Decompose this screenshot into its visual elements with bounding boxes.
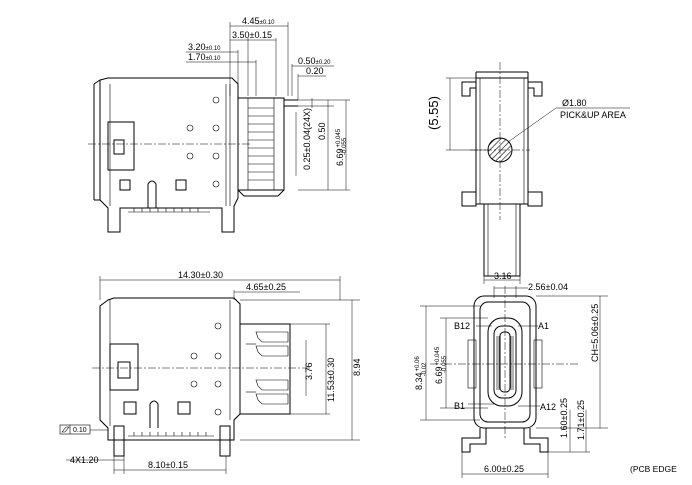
dim-top-0.20: 0.20 [306,66,324,76]
dim-top-4.45: 4.45±0.10 [242,16,275,26]
dim-top-0.50: 0.50±0.20 [298,56,331,66]
dim-4x1.20: 4X1.20 [70,455,99,465]
flatness-frame [59,424,91,435]
dim-top-3.20: 3.20±0.10 [188,42,221,52]
side-view: (5.55) Ø1.80 PICK&UP AREA 3.16 [426,62,630,284]
pick-up-label: PICK&UP AREA [560,110,626,120]
dim-8.34: 8.34+0.06-0.02 [414,356,428,390]
dim-6.69-front: 6.69+0.045-0.055 [434,346,448,384]
dim-8.10: 8.10±0.15 [148,460,188,470]
dim-3.76: 3.76 [304,362,314,380]
dim-11.53: 11.53±0.30 [326,358,336,402]
dim-2.56: 2.56±0.04 [528,282,568,292]
pin-a1: A1 [538,321,549,331]
pin-b12: B12 [454,321,470,331]
top-left-view: 4.45±0.10 3.50±0.15 3.20±0.10 1.70±0.10 … [88,16,350,233]
dim-14.30: 14.30±0.30 [178,270,223,280]
bottom-comb [128,208,210,213]
dim-3.16: 3.16 [494,271,512,281]
contact-stripes-left [496,336,500,390]
front-view: B12 A1 B1 A12 2.56±0.04 8.34+0.06-0.02 6… [414,282,677,478]
pin-b1: B1 [454,401,465,411]
hole-label: Ø1.80 [562,98,587,108]
slot-contacts-lower [246,379,289,405]
bottom-left-view: 14.30±0.30 4.65±0.25 3.76 11.53±0.30 8.9… [59,270,362,474]
pcb-edge-label: (PCB EDGE [630,464,677,474]
dim-8.94: 8.94 [352,358,362,376]
dim-ch: CH=5.06±0.25 [590,304,600,362]
dim-v-6.69: 6.69+0.045-0.055 [335,128,348,166]
dim-6.00: 6.00±0.25 [484,464,524,474]
pin-a12: A12 [540,402,556,412]
dim-1.60: 1.60±0.25 [559,398,569,438]
dim-4.65: 4.65±0.25 [246,282,286,292]
dim-top-1.70: 1.70±0.10 [188,52,221,62]
dim-pitch-0.25: 0.25±0.04(24X) [302,108,312,170]
dim-1.71: 1.71±0.25 [576,400,586,440]
dim-v-0.50: 0.50 [317,122,327,140]
flatness-value: 0.10 [73,427,87,434]
right-contacts [248,107,274,181]
dim-5.55: (5.55) [426,96,441,130]
contact-stripes-right [510,336,514,390]
dim-top-3.50: 3.50±0.15 [232,30,272,40]
slot-contacts-upper [246,331,289,357]
